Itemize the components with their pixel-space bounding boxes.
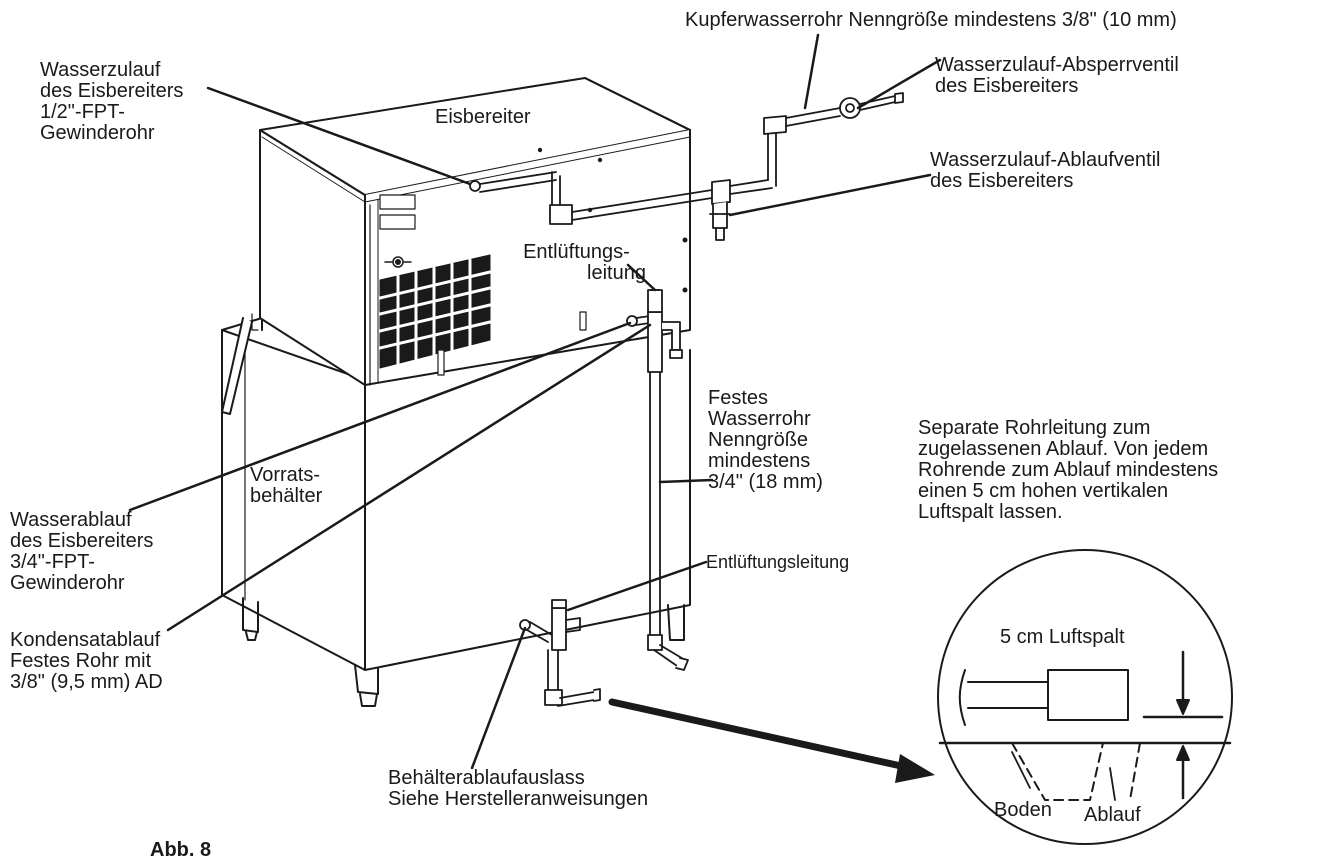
bin-drain-piping	[519, 599, 601, 707]
label-vent-line-lower: Entlüftungsleitung	[706, 552, 850, 572]
label-line: Festes Rohr mit	[10, 650, 152, 672]
label-line: Nenngröße	[708, 429, 809, 451]
label-line: 3/4" (18 mm)	[708, 471, 823, 493]
label-line: zugelassenen Ablauf. Von jedem	[918, 438, 1209, 460]
label-air-gap: 5 cm Luftspalt	[1000, 626, 1125, 648]
label-line: Kondensatablauf	[10, 629, 161, 651]
louver-grid	[378, 254, 492, 369]
label-line: des Eisbereiters	[10, 530, 154, 552]
label-floor: Boden	[994, 799, 1052, 821]
label-line: Vorrats-	[250, 464, 321, 486]
ice-maker-unit	[251, 77, 691, 386]
figure-number: Abb. 8	[150, 839, 212, 861]
label-ice-maker: Eisbereiter	[435, 106, 531, 128]
label-water-inlet: Wasserzulauf des Eisbereiters 1/2"-FPT- …	[40, 60, 183, 144]
label-line: 3/4"-FPT-	[10, 551, 95, 573]
label-line: Gewinderohr	[10, 572, 125, 594]
label-line: des Eisbereiters	[40, 80, 184, 102]
label-line: Wasserzulauf-Ablaufventil	[930, 149, 1161, 171]
label-line: Behälterablaufauslass	[388, 767, 585, 789]
label-line: Festes	[708, 387, 769, 409]
label-line: Siehe Herstelleranweisungen	[388, 788, 649, 810]
label-line: Luftspalt lassen.	[918, 501, 1063, 523]
label-rigid-pipe: Festes Wasserrohr Nenngröße mindestens 3…	[708, 388, 823, 493]
label-line: Rohrende zum Ablauf mindestens	[918, 459, 1219, 481]
label-vent-line-upper: Entlüftungs- leitung	[507, 242, 646, 284]
label-line: Wasserrohr	[708, 408, 811, 430]
label-separate-piping: Separate Rohrleitung zum zugelassenen Ab…	[918, 418, 1218, 523]
label-drain-valve: Wasserzulauf-Ablaufventil des Eisbereite…	[930, 150, 1160, 192]
label-bin-drain-outlet: Behälterablaufauslass Siehe Herstelleran…	[388, 768, 648, 810]
label-condensate-drain: Kondensatablauf Festes Rohr mit 3/8" (9,…	[10, 630, 163, 693]
label-line: 3/8" (9,5 mm) AD	[10, 671, 163, 693]
label-storage-bin: Vorrats- behälter	[250, 465, 322, 507]
label-line: des Eisbereiters	[935, 75, 1079, 97]
storage-bin	[221, 317, 691, 707]
label-line: Entlüftungs-	[523, 241, 630, 263]
label-line: leitung	[587, 262, 646, 284]
label-drain: Ablauf	[1084, 804, 1141, 826]
label-line: 1/2"-FPT-	[40, 101, 125, 123]
condensate-vent-piping	[626, 289, 689, 671]
detail-arrow	[608, 698, 935, 783]
label-line: Gewinderohr	[40, 122, 155, 144]
label-line: des Eisbereiters	[930, 170, 1074, 192]
label-line: Separate Rohrleitung zum	[918, 417, 1151, 439]
label-line: behälter	[250, 485, 323, 507]
label-shutoff-valve: Wasserzulauf-Absperrventil des Eisbereit…	[935, 55, 1179, 97]
label-line: Wasserzulauf-Absperrventil	[935, 54, 1179, 76]
air-gap-detail	[937, 549, 1233, 845]
label-water-drain: Wasserablauf des Eisbereiters 3/4"-FPT- …	[10, 510, 153, 594]
label-line: mindestens	[708, 450, 811, 472]
label-line: Wasserablauf	[10, 509, 132, 531]
label-copper-pipe: Kupferwasserrohr Nenngröße mindestens 3/…	[685, 9, 1177, 31]
label-line: einen 5 cm hohen vertikalen	[918, 480, 1169, 502]
leader-lines	[128, 33, 942, 770]
label-line: Wasserzulauf	[40, 59, 161, 81]
